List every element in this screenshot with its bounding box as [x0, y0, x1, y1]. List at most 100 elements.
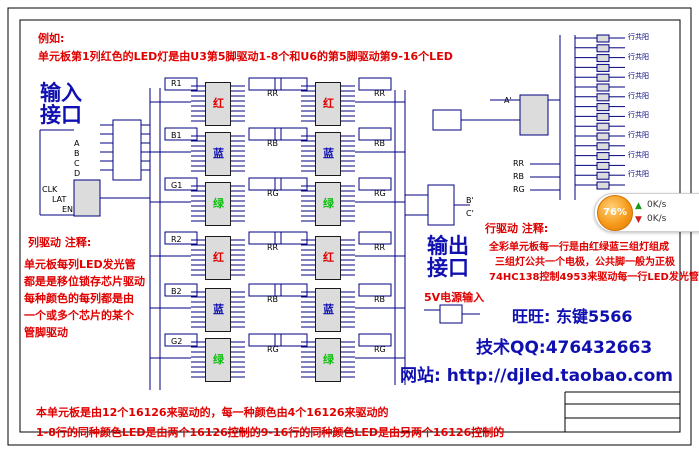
bus-label: RR	[267, 89, 279, 98]
group-label: R1	[171, 79, 182, 88]
column-note-line: 都是是移位锁存芯片驱动	[24, 275, 145, 288]
power-label: 5V电源输入	[424, 291, 485, 304]
download-speed: 0K/s	[647, 214, 667, 224]
column-note-line: 管脚驱动	[24, 326, 68, 339]
port-label: C	[74, 159, 80, 168]
bus-label: RB	[374, 139, 386, 148]
bus-label: RR	[267, 243, 279, 252]
row-driver-transistor	[596, 142, 610, 151]
row-driver-transistor	[596, 152, 610, 161]
driver-chip: 绿	[315, 338, 341, 382]
resistor-bank	[248, 77, 282, 91]
example-heading: 例如:	[38, 32, 65, 45]
group-label: R2	[171, 235, 182, 244]
row-bus-label: RR	[513, 159, 525, 168]
output-connector	[427, 184, 455, 226]
network-speed-widget[interactable]: 76% ▲ 0K/s ▼ 0K/s	[594, 193, 699, 232]
upload-speed: 0K/s	[647, 200, 667, 210]
chip-color-tag: 绿	[323, 353, 334, 366]
driver-chip: 红	[315, 236, 341, 280]
resistor-bank	[274, 283, 308, 297]
example-text: 单元板第1列红色的LED灯是由U3第5脚驱动1-8个和U6的第5脚驱动第9-16…	[38, 50, 453, 63]
driver-chip: 红	[205, 236, 231, 280]
row-driver-transistor	[596, 73, 610, 82]
port-label: A	[74, 139, 80, 148]
row-bus-label: RB	[513, 172, 525, 181]
row-note-title: 行驱动 注释:	[485, 222, 549, 235]
resistor-bank	[358, 231, 392, 245]
port-label: LAT	[52, 195, 67, 204]
chip-color-tag: 绿	[213, 353, 224, 366]
resistor-bank	[274, 231, 308, 245]
driver-chip: 绿	[205, 338, 231, 382]
resistor-bank	[248, 283, 282, 297]
row-driver-transistor	[596, 103, 610, 112]
website-link[interactable]: 网站: http://djled.taobao.com	[400, 366, 673, 386]
resistor-bank	[274, 177, 308, 191]
upload-arrow-icon: ▲	[635, 201, 642, 211]
resistor-bank	[274, 333, 308, 347]
row-driver-transistor	[596, 122, 610, 131]
chip-color-tag: 蓝	[323, 147, 334, 160]
resistor-bank	[274, 127, 308, 141]
driver-chip: 绿	[315, 182, 341, 226]
port-label: D	[74, 169, 81, 178]
speed-percent: 76%	[603, 207, 627, 218]
row-common-label: 行共阳	[628, 52, 649, 61]
port-label: B'	[466, 196, 474, 205]
input-connector	[112, 119, 142, 181]
speed-gauge-icon: 76%	[597, 195, 633, 231]
resistor-bank	[248, 231, 282, 245]
row-driver-transistor	[596, 112, 610, 121]
row-driver-transistor	[596, 171, 610, 180]
bus-label: RG	[267, 345, 279, 354]
bus-label: RB	[267, 139, 279, 148]
contact-qq: 技术QQ:476432663	[476, 338, 653, 358]
resistor-bank	[164, 231, 198, 245]
chip-color-tag: 红	[323, 97, 334, 110]
input-buffer-chip	[73, 179, 101, 217]
resistor-bank	[358, 77, 392, 91]
chip-color-tag: 红	[213, 97, 224, 110]
power-connector	[439, 304, 463, 324]
resistor-bank	[358, 127, 392, 141]
driver-chip: 蓝	[205, 132, 231, 176]
row-common-label: 行共阳	[628, 111, 649, 120]
row-regulator	[432, 109, 462, 131]
resistor-bank	[164, 283, 198, 297]
driver-chip: 绿	[205, 182, 231, 226]
row-note-line: 三组灯公共一个电极，公共脚一般为正极	[495, 257, 675, 268]
output-label-line1: 输出	[427, 234, 469, 258]
column-note-title: 列驱动 注释:	[28, 236, 92, 249]
chip-color-tag: 红	[213, 251, 224, 264]
resistor-bank	[358, 283, 392, 297]
bus-label: RG	[374, 345, 386, 354]
row-driver-transistor	[596, 44, 610, 53]
chip-color-tag: 蓝	[213, 303, 224, 316]
row-driver-transistor	[596, 93, 610, 102]
driver-chip: 蓝	[205, 288, 231, 332]
resistor-bank	[248, 127, 282, 141]
group-label: B2	[171, 287, 182, 296]
group-label: G1	[171, 181, 183, 190]
resistor-bank	[358, 333, 392, 347]
row-note-line: 74HC138控制4953来驱动每一行LED发光管	[489, 272, 699, 283]
group-label: B1	[171, 131, 182, 140]
bus-label: RB	[374, 295, 386, 304]
chip-color-tag: 绿	[213, 197, 224, 210]
bus-label: RR	[374, 243, 386, 252]
column-note-line: 每种颜色的每列都是由	[24, 292, 134, 305]
column-note-line: 单元板每列LED发光管	[24, 258, 136, 271]
driver-chip: 红	[315, 82, 341, 126]
row-bus-label: RG	[513, 185, 525, 194]
chip-color-tag: 蓝	[213, 147, 224, 160]
row-driver-transistor	[596, 181, 610, 190]
driver-chip: 蓝	[315, 288, 341, 332]
resistor-bank	[248, 333, 282, 347]
port-label: C'	[466, 209, 474, 218]
resistor-bank	[164, 177, 198, 191]
port-label: B	[74, 149, 80, 158]
driver-chip: 蓝	[315, 132, 341, 176]
row-note-line: 全彩单元板每一行是由红绿蓝三组灯组成	[489, 242, 669, 253]
bus-label: RG	[374, 189, 386, 198]
